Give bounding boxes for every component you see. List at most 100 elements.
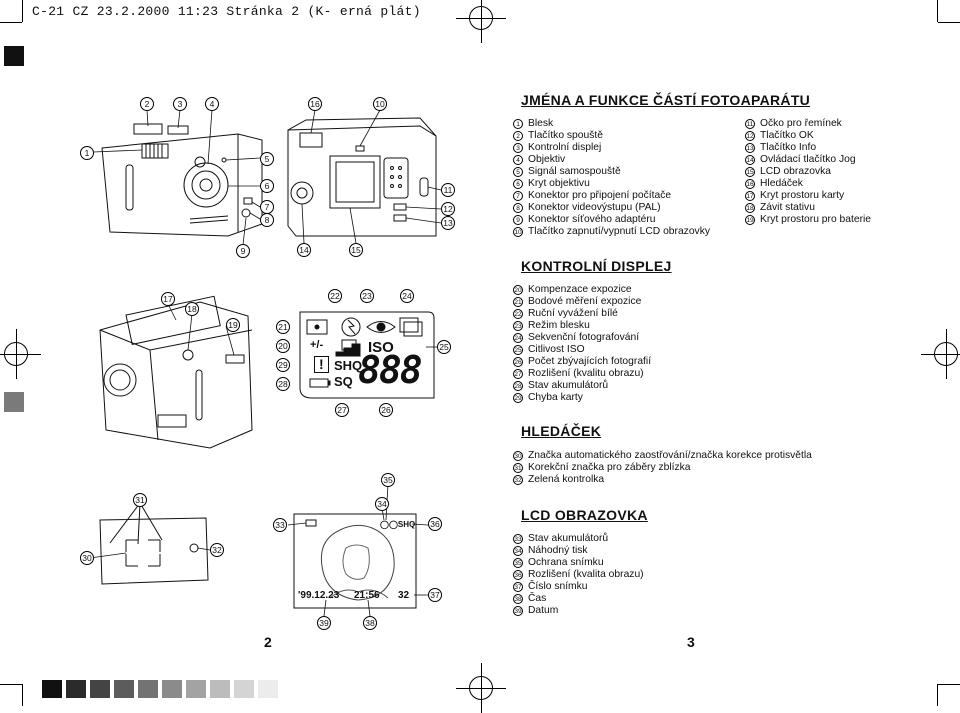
lcd-date: '99.12.23 [298,590,340,601]
callout-21: 21 [276,320,290,334]
item-label: Konektor videovýstupu (PAL) [528,202,661,213]
item-label: Číslo snímku [528,581,588,592]
control-display-panel [299,311,435,399]
item-number-badge: 19 [745,215,755,225]
item-label: LCD obrazovka [760,166,831,177]
callout-1: 1 [80,146,94,160]
registration-mark [0,329,41,379]
page-number-left: 2 [264,634,272,650]
item-label: Kryt prostoru karty [760,190,845,201]
item-number-badge: 5 [513,167,523,177]
lcd-screen-preview [293,513,417,609]
item-number-badge: 32 [513,475,523,485]
crop-mark [937,684,938,706]
item-number-badge: 9 [513,215,523,225]
item-label: Konektor pro připojení počítače [528,190,672,201]
black-square-mark [4,46,24,66]
callout-35: 35 [381,473,395,487]
callout-29: 29 [276,358,290,372]
registration-mark [456,663,506,713]
item-number-badge: 30 [513,451,523,461]
item-label: Tlačítko OK [760,130,814,141]
item-number-badge: 39 [513,606,523,616]
item-label: Závit stativu [760,202,815,213]
item-label: Kontrolní displej [528,142,602,153]
callout-25: 25 [437,340,451,354]
callout-31: 31 [133,493,147,507]
callout-34: 34 [375,497,389,511]
item-number-badge: 23 [513,321,523,331]
item-label: Ruční vyvážení bílé [528,308,618,319]
item-number-badge: 11 [745,119,755,129]
callout-15: 15 [349,243,363,257]
viewfinder-items-list: 30 Značka automatického zaostřování/značk… [513,450,812,486]
item-number-badge: 12 [745,131,755,141]
gray-square-mark [4,392,24,412]
item-label: Rozlišení (kvalitu obrazu) [528,368,644,379]
lcd-quality-label: ◯◯SHQ [380,520,416,529]
callout-6: 6 [260,179,274,193]
item-label: Bodové měření expozice [528,296,642,307]
sq-indicator: SQ [334,374,353,389]
callout-24: 24 [400,289,414,303]
item-label: Sekvenční fotografování [528,332,640,343]
lcd-frame-number: 32 [398,590,410,601]
color-swatch [114,680,134,698]
callout-38: 38 [363,616,377,630]
shq-indicator: SHQ [334,358,363,373]
list-item: 12 Tlačítko OK [745,130,871,142]
callout-28: 28 [276,377,290,391]
callout-2: 2 [140,97,154,111]
callout-19: 19 [226,318,240,332]
item-number-badge: 15 [745,167,755,177]
callout-22: 22 [328,289,342,303]
list-item: 30 Značka automatického zaostřování/značk… [513,450,812,462]
back-camera-outline [287,125,437,237]
lens [191,170,221,200]
crop-mark [937,0,938,22]
viewfinder-frame [99,517,209,585]
item-label: Počet zbývajících fotografií [528,356,652,367]
callout-7: 7 [260,200,274,214]
callout-11: 11 [441,183,455,197]
item-number-badge: 35 [513,558,523,568]
viewfinder-section-title: HLEDÁČEK [521,423,602,439]
callout-32: 32 [210,543,224,557]
list-item: 1 Blesk [513,118,710,130]
item-number-badge: 8 [513,203,523,213]
iso-indicator: ISO [368,339,394,356]
color-swatch [210,680,230,698]
item-number-badge: 25 [513,345,523,355]
callout-23: 23 [360,289,374,303]
item-number-badge: 1 [513,119,523,129]
item-label: Očko pro řemínek [760,118,842,129]
callout-16: 16 [308,97,322,111]
item-number-badge: 28 [513,381,523,391]
item-label: Značka automatického zaostřování/značka … [528,450,812,461]
callout-39: 39 [317,616,331,630]
item-label: Blesk [528,118,554,129]
callout-8: 8 [260,213,274,227]
item-label: Objektiv [528,154,566,165]
color-swatch [186,680,206,698]
tripod-socket [182,349,194,361]
lcd-screen-frame [329,155,381,209]
crop-mark [0,684,22,685]
item-label: Kryt prostoru pro baterie [760,214,872,225]
